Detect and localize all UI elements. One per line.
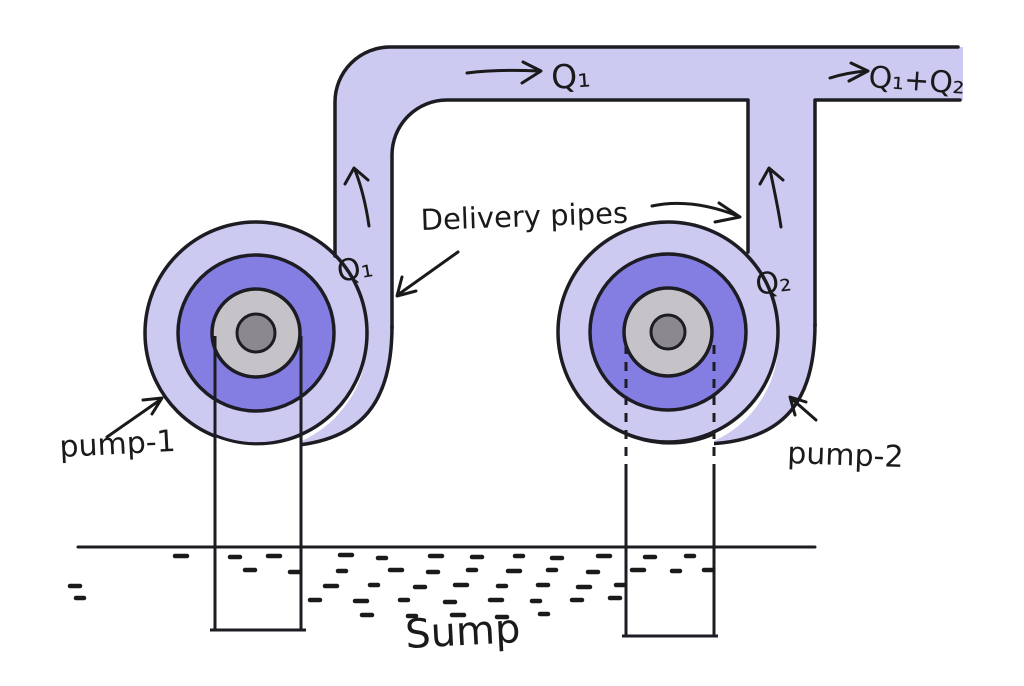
delivery-pipe2-outer-edge [813, 98, 962, 328]
label-flow-q2-riser: Q₂ [753, 263, 793, 303]
label-sump: Sump [404, 606, 521, 658]
suction2-interior [626, 434, 714, 636]
flow-arrow-riser2-up [758, 166, 785, 229]
pump-1 [143, 220, 394, 448]
pump1-volute-tail-stroke [286, 324, 394, 448]
suction1-interior [214, 435, 301, 630]
delivery-pipe1-outer-edge [333, 45, 960, 258]
suction1-casing-arc [212, 433, 303, 446]
pump1-label-arrow [105, 396, 164, 439]
label-pump2: pump-2 [787, 436, 904, 475]
pipe-edges [333, 45, 962, 330]
pump2-shaft-hub [649, 313, 687, 351]
labels: Q₁ Q₁+Q₂ Q₁ Q₂ Delivery pipes pump-1 pum… [59, 55, 966, 658]
suction2-casing-arc [624, 432, 716, 445]
delivery-pipe1-inner-edge [390, 98, 750, 330]
pump1-shaft-hub [235, 312, 277, 354]
pipe-network-fill [335, 47, 963, 345]
pump2-label-arrow [788, 395, 818, 422]
label-flow-total: Q₁+Q₂ [867, 60, 966, 102]
flow-arrow-riser1-up [343, 166, 371, 228]
sump [67, 545, 817, 620]
suction-pipe-2 [622, 345, 718, 638]
flow-arrow-header-q1 [465, 60, 543, 85]
pump2-volute-tail-stroke [705, 322, 817, 446]
label-flow-q1-riser: Q₁ [334, 249, 375, 290]
flow-arrows [343, 60, 870, 229]
annotation-arrows [105, 201, 818, 439]
delivery-label-arrow-left [395, 250, 460, 298]
flow-arrow-header-total [828, 61, 870, 83]
label-delivery-pipes: Delivery pipes [420, 196, 628, 237]
label-pump1: pump-1 [59, 424, 177, 465]
delivery-label-arrow-right [650, 201, 742, 224]
label-flow-q1-header: Q₁ [550, 55, 592, 97]
suction-pipe-1 [210, 336, 306, 632]
sump-water-dashes [67, 552, 716, 620]
